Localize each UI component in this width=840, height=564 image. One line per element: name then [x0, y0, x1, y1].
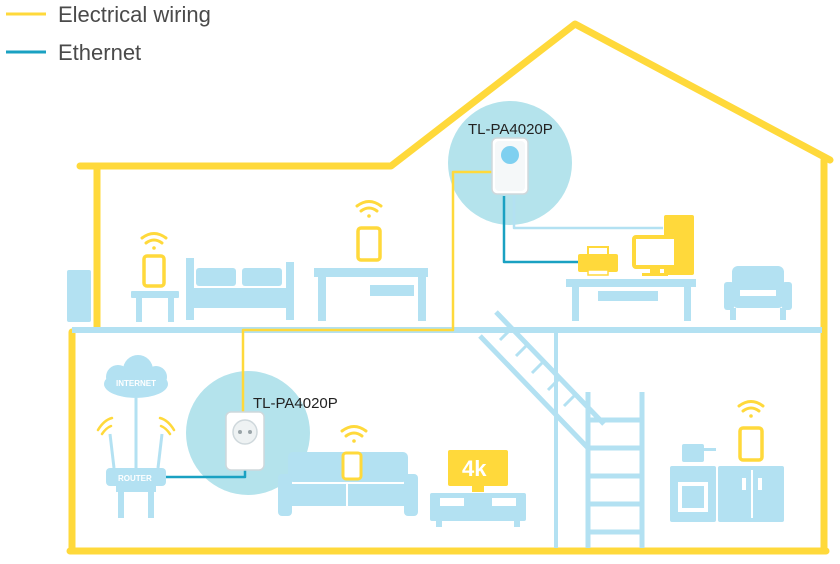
powerline-adapter-icon	[225, 411, 265, 471]
house-outline	[66, 20, 834, 555]
tablet-icon	[738, 426, 764, 462]
tablet-icon	[356, 226, 382, 262]
wifi-icon	[355, 200, 383, 218]
house-roof	[76, 20, 834, 170]
printer-icon	[578, 246, 618, 276]
legend-electrical-label: Electrical wiring	[58, 2, 211, 27]
tv-stand	[430, 493, 526, 527]
ethernet-adapter-to-printer	[502, 196, 578, 264]
tablet-icon	[341, 451, 363, 481]
electrical-wiring	[241, 170, 493, 450]
ethernet-adapter-to-computer	[512, 196, 663, 230]
wifi-icon	[340, 425, 368, 443]
outdoor-unit	[67, 270, 91, 322]
wifi-icon	[140, 232, 168, 250]
cloud-label: INTERNET	[116, 379, 156, 388]
bed-icon	[186, 258, 294, 320]
wifi-icon	[96, 416, 176, 436]
upper-adapter-label: TL-PA4020P	[468, 121, 553, 138]
powerline-adapter-icon	[491, 137, 529, 195]
wifi-icon	[737, 400, 765, 418]
upper-right-desk	[566, 279, 696, 321]
legend: Electrical wiring Ethernet	[6, 2, 211, 65]
legend-ethernet-label: Ethernet	[58, 40, 141, 65]
kitchen-icon	[670, 444, 716, 522]
tv-icon	[448, 450, 508, 492]
fridge-icon	[718, 466, 784, 522]
lower-adapter-label: TL-PA4020P	[253, 395, 338, 412]
router-icon	[106, 433, 166, 518]
wiring-path	[241, 170, 493, 450]
cloud-icon	[104, 355, 168, 398]
desktop-computer-icon	[632, 215, 694, 276]
staircase-icon	[478, 310, 645, 548]
tv-label: 4k	[462, 456, 487, 481]
upper-left-table	[131, 291, 179, 322]
armchair-icon	[724, 266, 792, 320]
upper-center-desk	[314, 268, 428, 321]
tablet-icon	[142, 254, 166, 288]
router-label: ROUTER	[118, 474, 152, 483]
